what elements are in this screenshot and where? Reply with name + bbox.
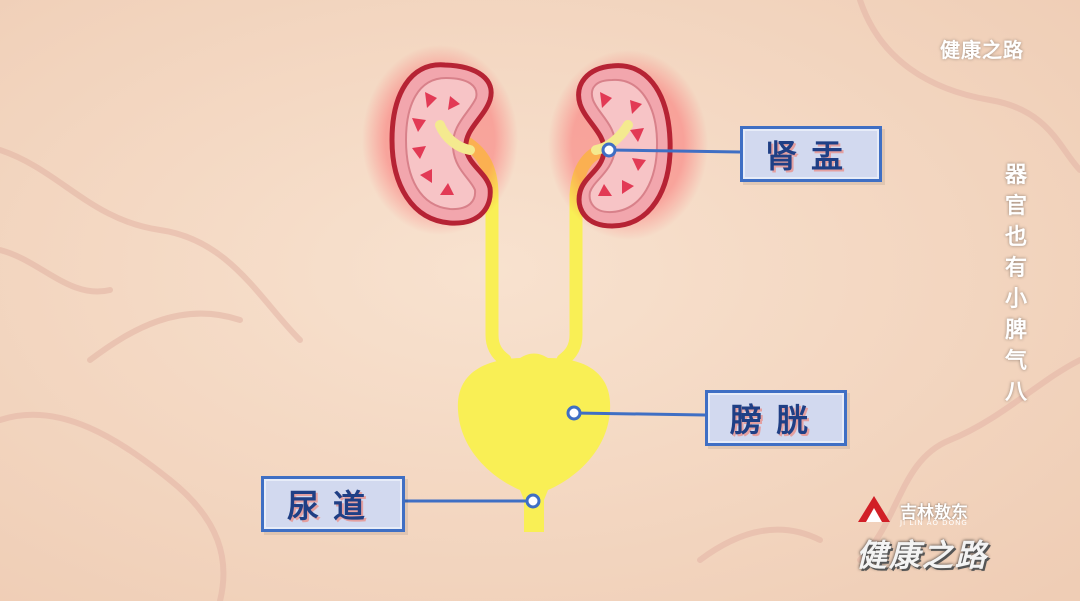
right-kidney [548,50,708,240]
brand-name: 吉林敖东 [900,503,968,523]
pointer-lines [405,148,741,503]
brand-pinyin: JI LIN AO DONG [900,519,968,527]
pointer-dots [525,142,617,509]
channel-watermark: 健康之路 [940,38,1024,62]
urethra-label: 尿道 [261,476,405,532]
renal-pelvis-label: 肾盂 [740,126,882,182]
bladder-label: 膀胱 [705,390,847,446]
episode-vertical-title: 器官也有小脾气 八 [1004,163,1027,405]
bladder-shape [457,353,611,532]
sponsor-brand: 吉林敖东 JI LIN AO DONG 健康之路 [850,496,1030,576]
show-logo-text: 健康之路 [856,538,988,574]
brand-logo-mark [858,496,890,522]
left-kidney [362,45,518,235]
